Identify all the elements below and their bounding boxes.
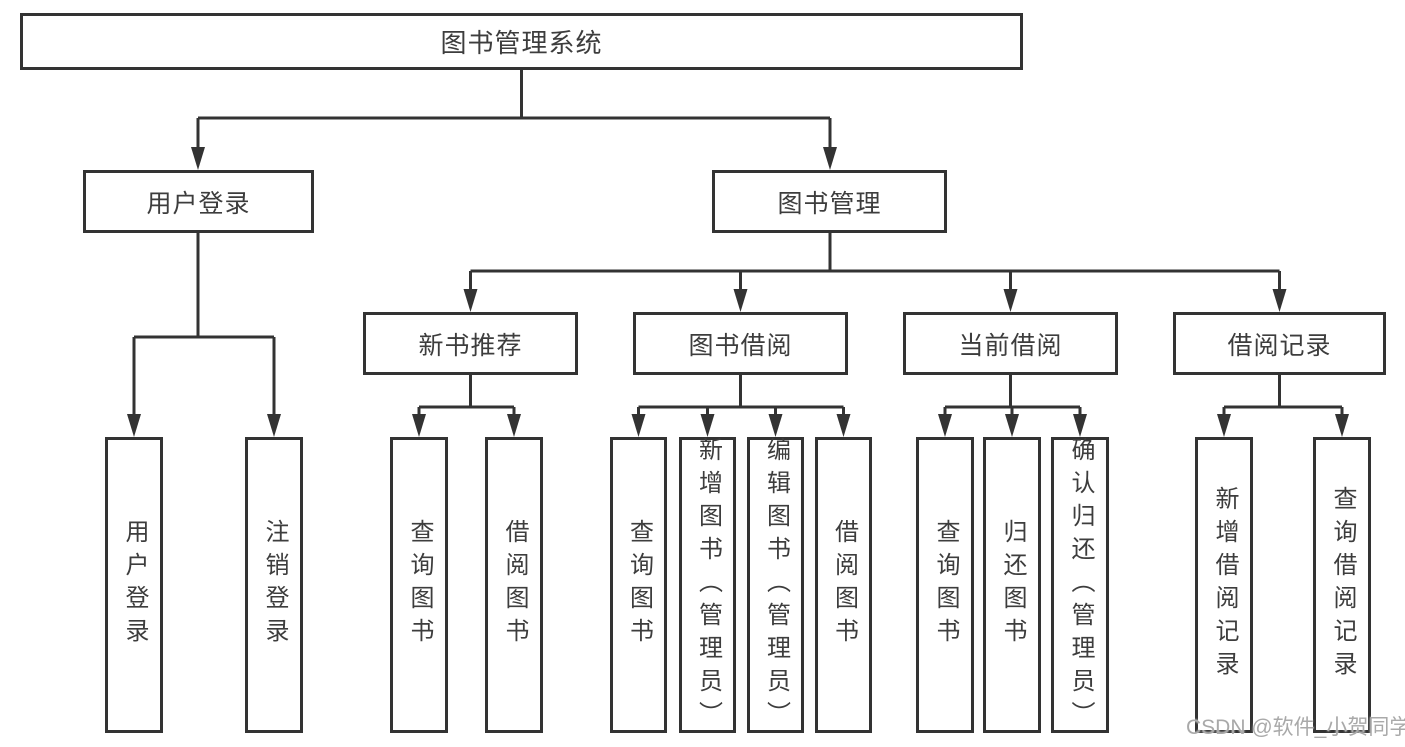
node-borrow-records-label: 借阅记录 xyxy=(1227,331,1332,360)
leaf-user-login-label: 用户登录 xyxy=(121,519,148,651)
leaf-confirm-return-admin-label: 确认归还（管理员） xyxy=(1067,436,1094,734)
leaf-edit-book-admin: 编辑图书（管理员） xyxy=(747,436,804,734)
leaf-borrow-book-recommend: 借阅图书 xyxy=(485,437,543,733)
node-root: 图书管理系统 xyxy=(20,13,1023,70)
leaf-query-borrow-record-label: 查询借阅记录 xyxy=(1329,486,1356,684)
csdn-watermark: CSDN @软件_小贺同学 xyxy=(1186,716,1405,739)
node-borrow-records: 借阅记录 xyxy=(1173,312,1386,375)
leaf-query-book-current-label: 查询图书 xyxy=(932,519,959,651)
leaf-logout-label: 注销登录 xyxy=(261,519,288,651)
leaf-query-borrow-record: 查询借阅记录 xyxy=(1313,437,1371,733)
leaf-query-book-borrow-label: 查询图书 xyxy=(625,519,653,651)
node-user-login: 用户登录 xyxy=(83,170,314,233)
node-new-book-recommend-label: 新书推荐 xyxy=(418,331,523,360)
leaf-query-book-borrow: 查询图书 xyxy=(610,437,667,733)
leaf-return-book-label: 归还图书 xyxy=(999,519,1026,651)
leaf-add-borrow-record: 新增借阅记录 xyxy=(1195,437,1253,733)
arrowheads xyxy=(127,147,1349,437)
leaf-borrow-book-label: 借阅图书 xyxy=(830,519,858,651)
node-root-label: 图书管理系统 xyxy=(440,28,603,58)
leaf-add-borrow-record-label: 新增借阅记录 xyxy=(1211,486,1238,684)
leaf-edit-book-admin-label: 编辑图书（管理员） xyxy=(762,436,790,734)
leaf-confirm-return-admin: 确认归还（管理员） xyxy=(1051,436,1109,734)
node-book-management-label: 图书管理 xyxy=(777,189,882,218)
node-new-book-recommend: 新书推荐 xyxy=(363,312,578,375)
leaf-user-login: 用户登录 xyxy=(105,437,163,733)
node-book-borrow-label: 图书借阅 xyxy=(688,331,793,360)
leaf-borrow-book: 借阅图书 xyxy=(815,437,872,733)
leaf-logout: 注销登录 xyxy=(245,437,303,733)
leaf-query-book-current: 查询图书 xyxy=(916,437,974,733)
leaf-add-book-admin-label: 新增图书（管理员） xyxy=(694,436,722,734)
node-user-login-label: 用户登录 xyxy=(146,189,251,218)
leaf-borrow-book-recommend-label: 借阅图书 xyxy=(501,519,528,651)
node-current-borrow-label: 当前借阅 xyxy=(958,331,1063,360)
node-book-borrow: 图书借阅 xyxy=(633,312,848,375)
leaf-query-book-recommend: 查询图书 xyxy=(390,437,448,733)
leaf-add-book-admin: 新增图书（管理员） xyxy=(679,436,736,734)
leaf-return-book: 归还图书 xyxy=(983,437,1041,733)
node-book-management: 图书管理 xyxy=(712,170,947,233)
leaf-query-book-recommend-label: 查询图书 xyxy=(406,519,433,651)
node-current-borrow: 当前借阅 xyxy=(903,312,1118,375)
